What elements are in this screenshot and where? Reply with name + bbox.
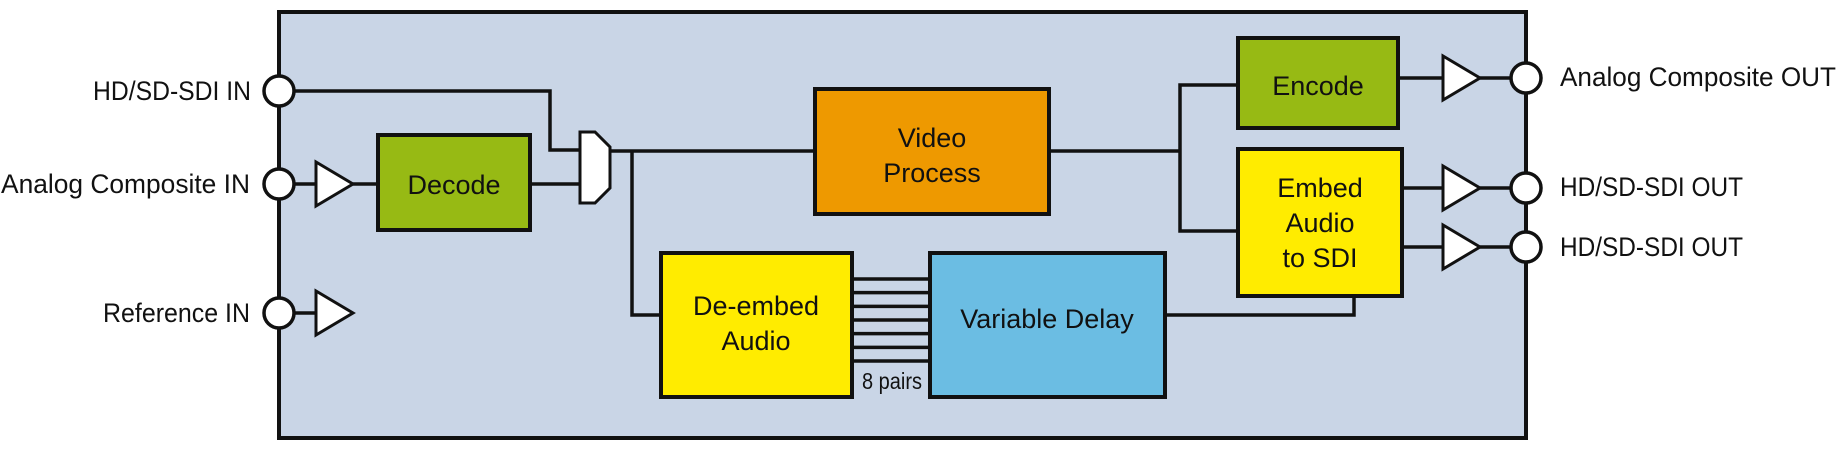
wire-sdi-in-to-mux: [295, 89, 580, 152]
buffer-triangle-icon: [1441, 53, 1483, 103]
deembed-audio-label-line-1: De-embed: [693, 291, 819, 321]
input-label-reference: Reference IN: [103, 298, 250, 328]
port-circle-icon[interactable]: [1509, 171, 1543, 205]
wire-split-to-encode: [1178, 83, 1238, 233]
port-circle-icon[interactable]: [262, 74, 296, 108]
encode-block: Encode: [1236, 36, 1400, 130]
video-process-label-line-2: Process: [883, 158, 981, 188]
audio-bus-lines: [852, 277, 930, 363]
video-process-label-line-1: Video: [898, 123, 967, 153]
port-circle-icon[interactable]: [262, 296, 296, 330]
input-label-sdi: HD/SD-SDI IN: [93, 76, 251, 106]
deembed-audio-block: De-embed Audio: [659, 251, 854, 399]
output-label-analog-composite: Analog Composite OUT: [1560, 62, 1836, 92]
decode-block: Decode: [376, 133, 532, 232]
embed-audio-block: Embed Audio to SDI: [1236, 147, 1404, 298]
variable-delay-block: Variable Delay: [928, 251, 1167, 399]
buffer-triangle-icon: [1441, 222, 1483, 272]
port-circle-icon[interactable]: [1509, 61, 1543, 95]
port-circle-icon[interactable]: [262, 167, 296, 201]
buffer-triangle-icon: [314, 288, 356, 338]
wire-branch-to-deembed: [630, 151, 661, 317]
port-circle-icon[interactable]: [1509, 230, 1543, 264]
buffer-triangle-icon: [314, 159, 356, 209]
output-label-sdi-2: HD/SD-SDI OUT: [1560, 232, 1743, 262]
encode-label: Encode: [1272, 71, 1364, 101]
decode-label: Decode: [407, 170, 500, 200]
variable-delay-label: Variable Delay: [960, 304, 1134, 334]
embed-audio-label-line-3: to SDI: [1282, 243, 1357, 273]
signal-wires: [295, 76, 1510, 363]
embed-audio-label-line-1: Embed: [1277, 173, 1363, 203]
output-label-sdi-1: HD/SD-SDI OUT: [1560, 172, 1743, 202]
wire-delay-to-embed: [1165, 296, 1356, 317]
multiplexer-icon: [578, 130, 612, 205]
deembed-audio-label-line-2: Audio: [721, 326, 790, 356]
audio-bus-label: 8 pairs: [862, 368, 922, 394]
embed-audio-label-line-2: Audio: [1285, 208, 1354, 238]
video-process-block: Video Process: [813, 87, 1051, 216]
buffer-triangle-icon: [1441, 163, 1483, 213]
input-label-analog-composite: Analog Composite IN: [1, 169, 250, 199]
